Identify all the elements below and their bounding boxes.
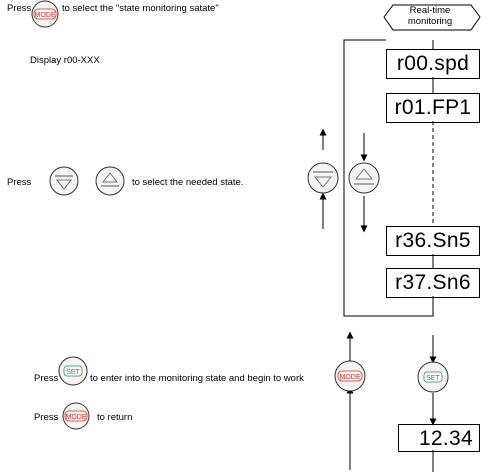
mode-button-top[interactable]: MODE	[31, 0, 59, 28]
instruction-enter-monitoring: to enter into the monitoring state and b…	[90, 373, 304, 384]
down-button-left[interactable]	[49, 166, 79, 196]
header-tag-shape	[383, 4, 481, 31]
mode-button-right[interactable]: MODE	[334, 360, 366, 392]
mode-button-right-label: MODE	[340, 374, 361, 381]
mode-button-return[interactable]: MODE	[62, 402, 90, 430]
down-button-right[interactable]	[307, 162, 339, 194]
display-value-12-34: 12.34	[398, 424, 480, 452]
instruction-display-r00: Display r00-XXX	[30, 55, 100, 66]
mode-button-return-label: MODE	[66, 414, 87, 421]
set-button-right-label: SET	[426, 375, 440, 382]
header-line-2: monitoring	[407, 16, 453, 27]
header-line-1: Real-time	[409, 5, 451, 16]
set-button-right[interactable]: SET	[417, 361, 449, 393]
up-button-right[interactable]	[348, 162, 380, 194]
loop-bracket	[343, 39, 434, 317]
instruction-return: to return	[97, 412, 133, 423]
instruction-press-set-label: Press	[34, 373, 59, 384]
mode-button-top-label: MODE	[35, 12, 56, 19]
display-r37-sn6: r37.Sn6	[386, 268, 480, 298]
instruction-select-state-monitoring: to select the "state monitoring satate"	[62, 3, 219, 14]
display-r36-sn5: r36.Sn5	[386, 226, 480, 256]
real-time-monitoring-header: Real-time monitoring	[390, 5, 470, 27]
set-button-left-label: SET	[66, 369, 80, 376]
set-button-left[interactable]: SET	[58, 356, 88, 386]
instruction-select-needed-state: to select the needed state.	[132, 177, 244, 188]
instruction-press-arrows-label: Press	[7, 177, 32, 188]
instruction-press-mode-label: Press	[7, 3, 32, 14]
instruction-press-return-label: Press	[34, 412, 59, 423]
up-button-left[interactable]	[95, 166, 125, 196]
display-value-text: 12.34	[418, 427, 473, 450]
display-r00-spd: r00.spd	[386, 49, 480, 79]
